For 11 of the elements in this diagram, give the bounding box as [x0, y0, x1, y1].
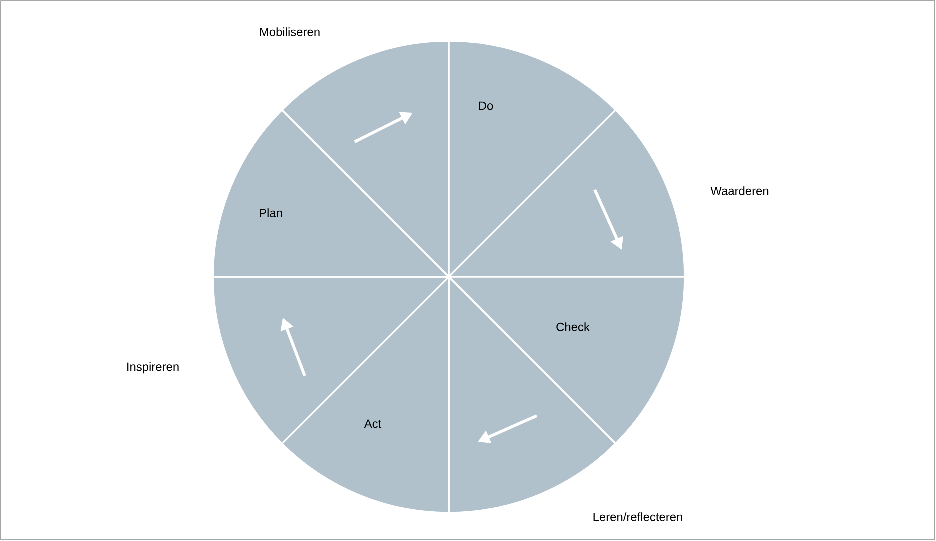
sector	[212, 276, 450, 445]
sector: Do	[448, 40, 617, 278]
sector: Plan	[212, 109, 450, 278]
sector: Act	[281, 276, 450, 514]
sector: Check	[448, 276, 686, 445]
sector	[448, 109, 686, 278]
sector	[448, 276, 617, 514]
outer-label: Mobiliseren	[260, 28, 320, 36]
outer-label: Inspireren	[128, 362, 179, 374]
outer-label: Leren/reflecteren	[594, 512, 682, 522]
outer-label: Waarderen	[710, 186, 769, 196]
